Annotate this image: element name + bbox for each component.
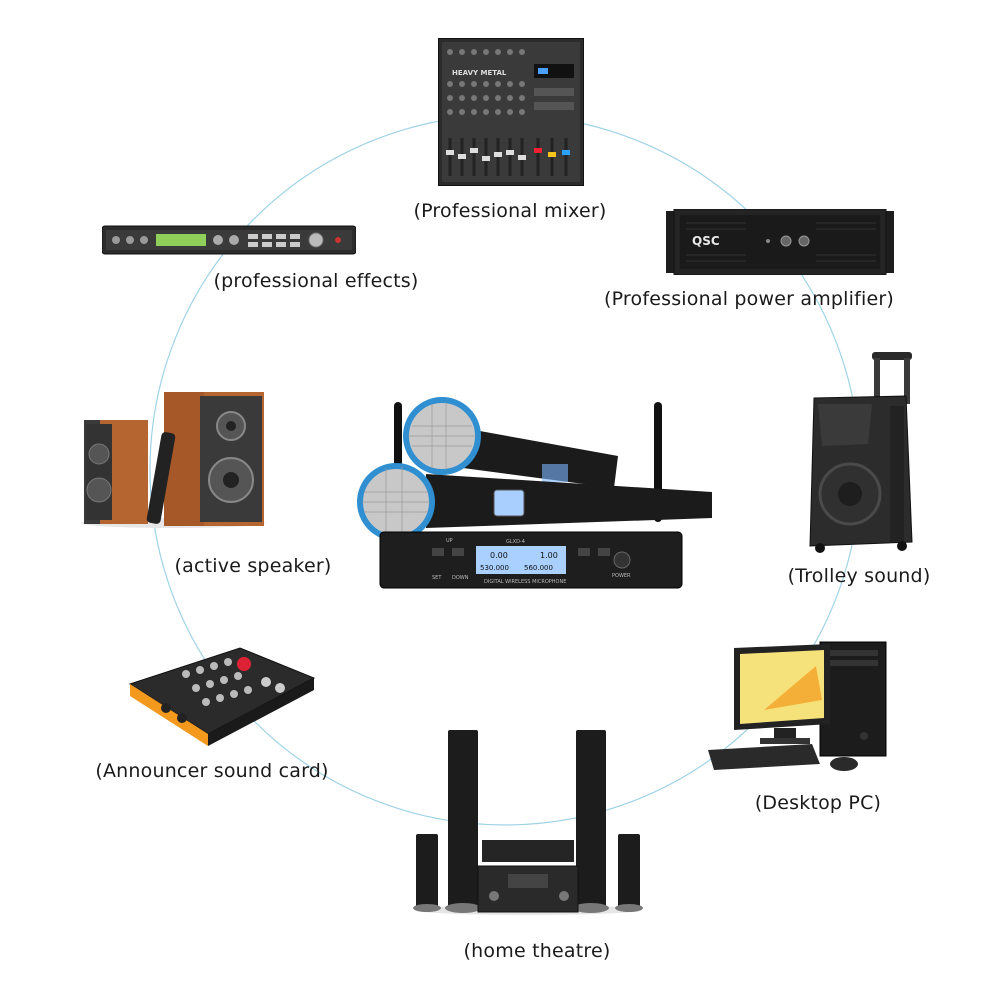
label-professional-mixer: (Professional mixer) xyxy=(413,200,607,222)
label-professional-effects: (professional effects) xyxy=(213,270,419,292)
active-speaker-icon xyxy=(78,390,268,530)
model-text: GLXD-4 xyxy=(506,539,525,545)
wireless-microphone-receiver-icon: 0.00 1.00 530.000 560.000 GLXD-4 DIGITAL… xyxy=(356,396,714,592)
freq-right-value: 560.000 xyxy=(524,564,553,572)
label-desktop-pc: (Desktop PC) xyxy=(754,792,882,814)
label-trolley-sound: (Trolley sound) xyxy=(787,565,931,587)
trolley-speaker-icon xyxy=(806,352,918,554)
mixer-icon: HEAVY METAL xyxy=(437,37,585,187)
down-label: DOWN xyxy=(452,575,469,581)
panel-text: DIGITAL WIRELESS MICROPHONE xyxy=(484,579,566,585)
effects-processor-icon xyxy=(101,224,357,256)
display-right-value: 1.00 xyxy=(540,551,558,560)
power-amplifier-icon: QSC xyxy=(666,208,894,276)
label-home-theatre: (home theatre) xyxy=(463,940,611,962)
up-label: UP xyxy=(446,538,453,544)
set-label: SET xyxy=(432,575,442,581)
freq-left-value: 530.000 xyxy=(480,564,509,572)
sound-card-icon xyxy=(126,638,318,748)
power-label: POWER xyxy=(612,573,631,579)
desktop-pc-icon xyxy=(704,640,888,776)
mixer-brand-text: HEAVY METAL xyxy=(452,69,507,77)
amplifier-brand-text: QSC xyxy=(692,234,720,248)
label-announcer-sound-card: (Announcer sound card) xyxy=(95,760,329,782)
display-left-value: 0.00 xyxy=(490,551,508,560)
label-professional-power-amplifier: (Professional power amplifier) xyxy=(603,288,895,310)
label-active-speaker: (active speaker) xyxy=(174,555,332,577)
home-theatre-icon xyxy=(412,728,644,916)
